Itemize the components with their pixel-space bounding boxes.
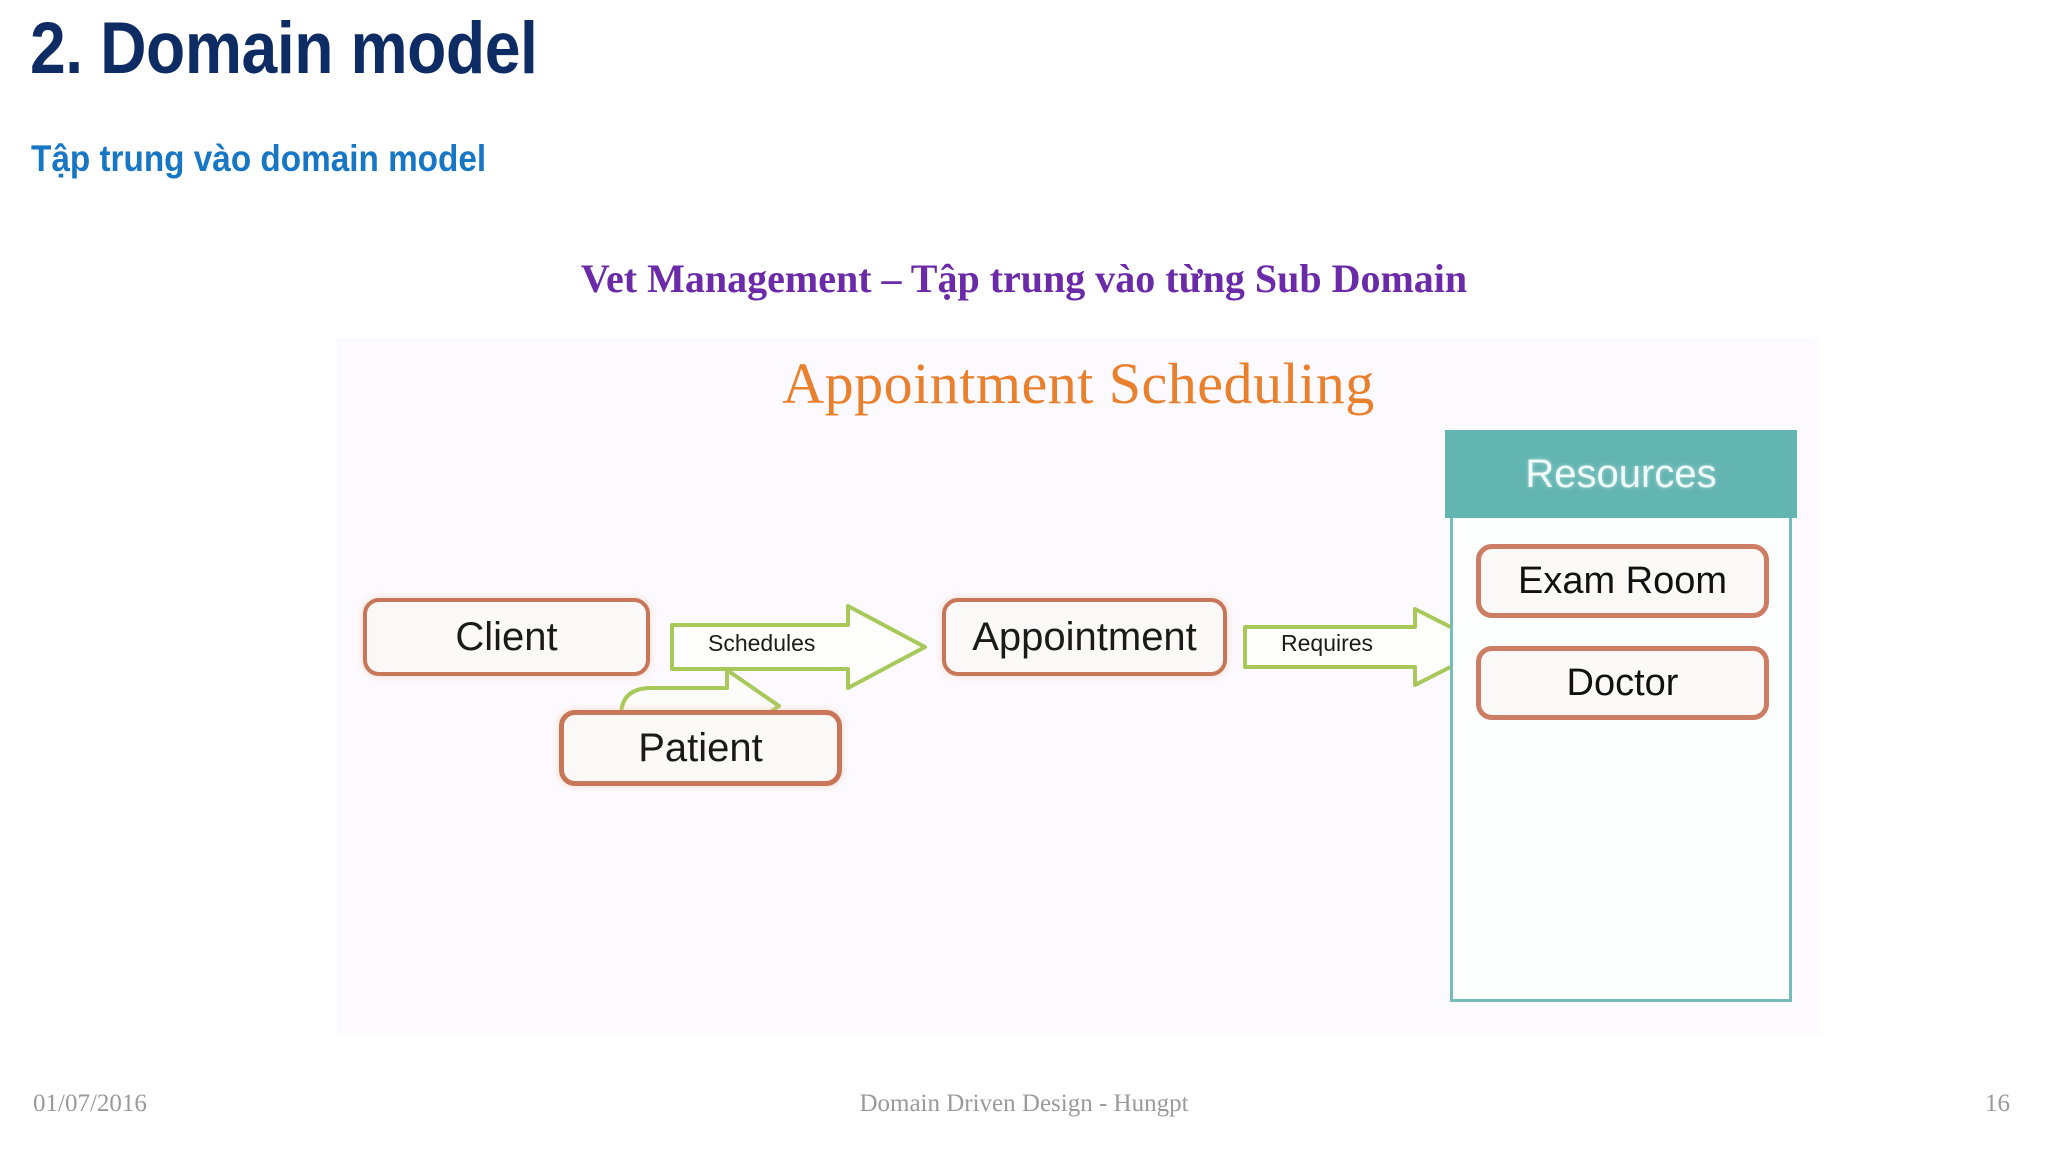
resource-label-exam-room: Exam Room [1517, 559, 1728, 602]
footer-page-number: 16 [1985, 1090, 2010, 1117]
arrow-requires: Requires [1243, 606, 1493, 688]
footer-title: Domain Driven Design - Hungpt [859, 1090, 1189, 1117]
arrow-label-requires: Requires [1281, 630, 1374, 656]
resources-panel: Resources Exam Room Doctor [1445, 430, 1797, 1010]
schedules-arrow-icon [670, 604, 927, 690]
diagram-title: Appointment Scheduling [782, 351, 1375, 416]
entity-label-client: Client [455, 614, 558, 659]
resources-panel-body: Exam Room Doctor [1450, 518, 1792, 1002]
section-heading: Vet Management – Tập trung vào từng Sub … [580, 256, 1468, 301]
page-title: 2. Domain model [30, 8, 538, 89]
domain-diagram: Appointment Scheduling Client Schedules … [337, 338, 1820, 1036]
resource-item-doctor: Doctor [1476, 646, 1769, 720]
resource-item-exam-room: Exam Room [1476, 544, 1769, 618]
resources-panel-header: Resources [1445, 430, 1797, 518]
entity-box-client: Client [363, 598, 650, 676]
footer-date: 01/07/2016 [33, 1090, 147, 1117]
entity-label-appointment: Appointment [972, 614, 1197, 659]
entity-box-appointment: Appointment [942, 598, 1227, 676]
arrow-schedules: Schedules [670, 603, 928, 691]
entity-box-patient: Patient [559, 710, 842, 786]
arrow-label-schedules: Schedules [708, 630, 816, 656]
entity-label-patient: Patient [638, 725, 763, 770]
resource-label-doctor: Doctor [1566, 661, 1679, 704]
page-subtitle: Tập trung vào domain model [31, 138, 487, 179]
